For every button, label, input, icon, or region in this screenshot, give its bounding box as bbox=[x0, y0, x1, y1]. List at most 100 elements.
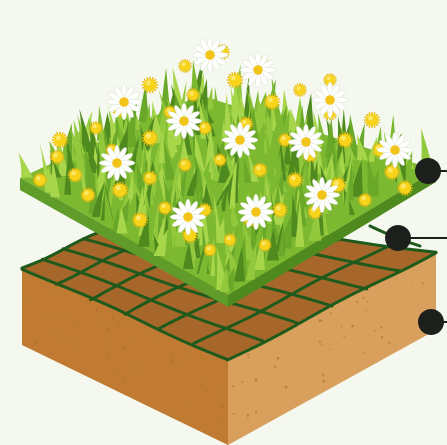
soil-speck bbox=[277, 357, 280, 360]
soil-speck bbox=[53, 295, 54, 296]
soil-speck bbox=[233, 413, 235, 415]
soil-speck bbox=[124, 379, 126, 381]
dandelion-highlight bbox=[231, 75, 236, 80]
soil-speck bbox=[381, 336, 383, 338]
soil-speck bbox=[380, 327, 382, 329]
dandelion-highlight bbox=[84, 191, 89, 196]
dandelion-head bbox=[360, 195, 371, 206]
soil-speck bbox=[171, 356, 174, 359]
soil-speck bbox=[102, 319, 104, 321]
soil-speck bbox=[330, 312, 332, 314]
daisy-center bbox=[251, 207, 261, 217]
soil-speck bbox=[220, 391, 222, 393]
soil-speck bbox=[274, 366, 276, 368]
soil-speck bbox=[47, 314, 49, 316]
soil-speck bbox=[356, 301, 358, 303]
dandelion-flower bbox=[258, 238, 271, 251]
soil-speck bbox=[113, 373, 115, 375]
soil-speck bbox=[122, 320, 124, 322]
dandelion-highlight bbox=[136, 216, 141, 221]
soil-speck bbox=[322, 380, 325, 383]
dandelion-head bbox=[35, 175, 46, 186]
soil-speck bbox=[112, 317, 115, 320]
dandelion-flower bbox=[112, 182, 129, 199]
dandelion-highlight bbox=[334, 181, 339, 186]
dandelion-head bbox=[366, 114, 378, 126]
soil-speck bbox=[72, 340, 73, 341]
dandelion-highlight bbox=[227, 236, 231, 240]
dandelion-highlight bbox=[93, 124, 97, 128]
dandelion-head bbox=[144, 132, 157, 145]
soil-speck bbox=[329, 349, 330, 350]
soil-speck bbox=[241, 381, 243, 383]
soil-speck bbox=[319, 341, 321, 343]
soil-speck bbox=[255, 379, 258, 382]
dandelion-head bbox=[386, 166, 398, 178]
dandelion-head bbox=[295, 85, 305, 95]
dandelion-highlight bbox=[162, 204, 166, 208]
dandelion-highlight bbox=[388, 168, 393, 173]
dandelion-head bbox=[215, 155, 225, 165]
dandelion-head bbox=[91, 123, 101, 133]
dandelion-head bbox=[280, 135, 291, 146]
dandelion-head bbox=[266, 96, 278, 108]
soil-speck bbox=[72, 345, 73, 346]
soil-speck bbox=[221, 407, 222, 408]
soil-speck bbox=[178, 365, 180, 367]
dandelion-flower bbox=[384, 164, 400, 180]
dandelion-highlight bbox=[291, 176, 296, 181]
dandelion-head bbox=[254, 164, 265, 175]
daisy-center bbox=[183, 212, 193, 222]
soil-speck bbox=[55, 334, 57, 336]
soil-speck bbox=[367, 301, 369, 303]
soil-speck bbox=[216, 423, 219, 426]
dandelion-flower bbox=[253, 163, 268, 178]
dandelion-flower bbox=[337, 132, 353, 148]
soil-speck bbox=[85, 300, 87, 302]
dandelion-head bbox=[69, 169, 80, 180]
soil-speck bbox=[130, 341, 131, 342]
dandelion-flower bbox=[81, 188, 96, 203]
dandelion-highlight bbox=[182, 161, 186, 165]
soil-speck bbox=[106, 356, 108, 358]
dandelion-head bbox=[229, 74, 241, 86]
dandelion-head bbox=[180, 160, 190, 170]
dandelion-highlight bbox=[297, 86, 301, 90]
dandelion-highlight bbox=[71, 171, 76, 176]
dandelion-flower bbox=[293, 83, 307, 97]
dandelion-flower bbox=[89, 121, 103, 135]
dandelion-highlight bbox=[256, 166, 260, 170]
daisy-center bbox=[235, 135, 245, 145]
dandelion-highlight bbox=[36, 176, 40, 180]
dandelion-highlight bbox=[190, 91, 194, 95]
soil-speck bbox=[190, 405, 191, 406]
dandelion-highlight bbox=[276, 206, 281, 211]
soil-speck bbox=[62, 317, 64, 319]
daisy-center bbox=[112, 158, 122, 168]
dandelion-head bbox=[289, 174, 301, 186]
dandelion-head bbox=[82, 189, 93, 200]
dandelion-highlight bbox=[368, 116, 373, 121]
soil-speck bbox=[155, 340, 157, 342]
daisy-center bbox=[390, 145, 400, 155]
callout-dot bbox=[418, 309, 444, 335]
daisy-center bbox=[317, 190, 327, 200]
soil-speck bbox=[118, 322, 121, 325]
dandelion-head bbox=[205, 245, 215, 255]
soil-speck bbox=[422, 283, 424, 285]
dandelion-head bbox=[52, 152, 63, 163]
dandelion-flower bbox=[50, 150, 64, 164]
dandelion-flower bbox=[204, 244, 217, 257]
dandelion-highlight bbox=[262, 241, 266, 245]
soil-speck bbox=[322, 374, 324, 376]
soil-speck bbox=[247, 354, 249, 356]
dandelion-flower bbox=[132, 212, 148, 228]
dandelion-highlight bbox=[217, 156, 221, 160]
dandelion-flower bbox=[186, 88, 200, 102]
dandelion-flower bbox=[213, 153, 226, 166]
dandelion-head bbox=[260, 240, 270, 250]
daisy-center bbox=[119, 97, 129, 107]
dandelion-head bbox=[145, 173, 156, 184]
soil-speck bbox=[388, 342, 390, 344]
dandelion-flower bbox=[143, 171, 158, 186]
